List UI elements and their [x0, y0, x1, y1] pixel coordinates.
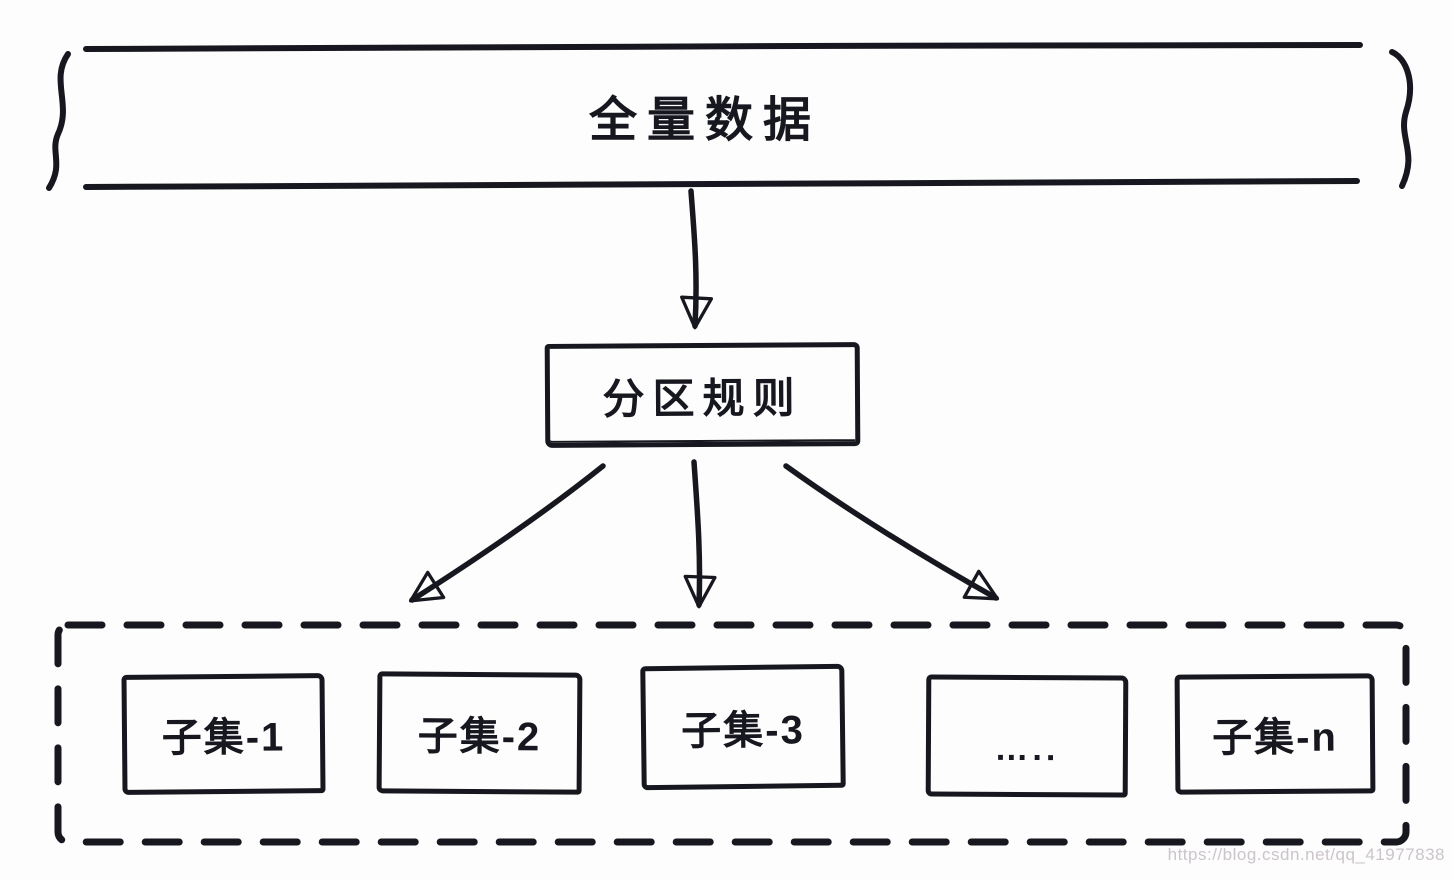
band-bottom-line [83, 178, 1360, 190]
subset-box-2: 子集-2 [376, 671, 583, 795]
subset-box-3-label: 子集-3 [680, 708, 806, 754]
partition-rule-box: 分区规则 [544, 342, 861, 448]
arrow-rule-to-subset-middle [683, 459, 717, 609]
subset-box-3: 子集-3 [640, 663, 846, 791]
arrow-rule-to-subset-left [408, 463, 606, 603]
subset-box-n: 子集-n [1174, 673, 1376, 795]
subset-container-dashed-border [54, 621, 1410, 846]
band-top-line [83, 42, 1363, 52]
subset-box-1: 子集-1 [121, 673, 326, 795]
arrow-rule-to-subset-right [783, 463, 1000, 601]
partition-rule-label: 分区规则 [602, 373, 803, 423]
subset-box-ellipsis: ….. [925, 674, 1129, 798]
subset-box-n-label: 子集-n [1211, 715, 1339, 761]
subset-box-ellipsis-label: ….. [994, 729, 1060, 768]
full-data-band-label: 全量数据 [588, 94, 821, 147]
arrow-band-to-rule [680, 188, 714, 330]
subset-box-1-label: 子集-1 [161, 715, 286, 761]
csdn-watermark: https://blog.csdn.net/qq_41977838 [1167, 845, 1445, 864]
subset-box-2-label: 子集-2 [417, 714, 542, 760]
band-right-break-squiggle [1389, 49, 1413, 189]
band-left-break-squiggle [46, 51, 71, 191]
